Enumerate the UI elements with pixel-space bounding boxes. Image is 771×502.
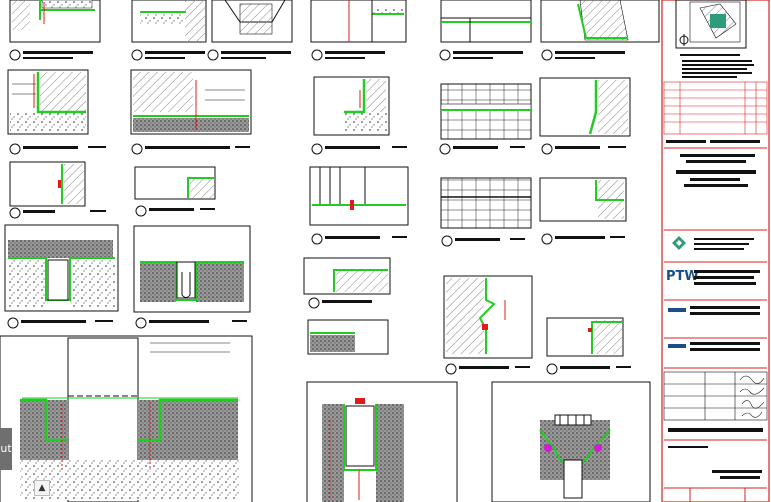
detail-top-2	[131, 0, 207, 43]
detail-top-1	[9, 0, 101, 43]
row3-titles	[9, 205, 625, 247]
detail-large-column	[0, 335, 253, 502]
detail-gutter	[306, 381, 458, 502]
detail-row2-4	[440, 83, 532, 140]
detail-row3-1	[9, 161, 86, 207]
detail-top-4	[310, 0, 407, 43]
company-name: PTW	[666, 269, 699, 284]
detail-row2-2	[130, 69, 252, 135]
company-logo-icon	[672, 236, 686, 250]
scroll-up-button[interactable]: ▲	[34, 480, 50, 496]
detail-row2-3	[313, 76, 390, 136]
side-panel-tab[interactable]: ut	[0, 428, 12, 470]
detail-row2-1	[7, 69, 89, 135]
detail-top-3	[211, 0, 293, 43]
detail-top-5	[440, 0, 532, 43]
detail-mid-d	[546, 317, 624, 357]
detail-row3-2	[134, 166, 216, 200]
north-arrow-icon	[679, 34, 689, 46]
detail-drain-grate	[491, 381, 651, 502]
row4-titles	[7, 317, 247, 329]
detail-top-6	[540, 0, 660, 43]
detail-drain-2	[133, 225, 251, 313]
detail-row3-3	[309, 166, 409, 226]
detail-mid-b	[307, 319, 389, 355]
title-block: PTW	[661, 0, 770, 502]
row2-titles	[9, 143, 626, 155]
mid-titles	[308, 297, 631, 375]
row1-titles	[9, 49, 625, 61]
detail-row3-4	[440, 177, 532, 229]
detail-mid-c	[443, 275, 533, 359]
detail-row2-5	[539, 77, 631, 137]
detail-row3-5	[539, 177, 627, 222]
detail-drain-1	[4, 224, 119, 312]
detail-mid-a	[303, 257, 391, 295]
